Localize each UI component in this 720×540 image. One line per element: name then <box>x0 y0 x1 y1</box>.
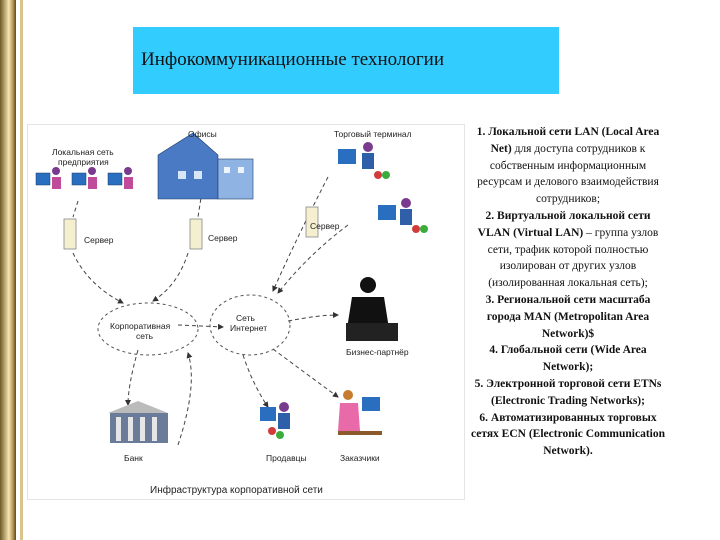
link-internet-customers <box>272 348 339 398</box>
server-left-tower <box>63 218 77 250</box>
list-item-lan: 1. Локальной сети LAN (Local Area Net) д… <box>476 126 660 206</box>
decorative-left-bar <box>0 0 16 540</box>
label-server-middle: Сервер <box>208 233 238 243</box>
office-buildings <box>157 132 254 200</box>
label-offices: Офисы <box>188 129 217 139</box>
link-internet-partner <box>287 312 339 322</box>
bank-building <box>108 401 168 443</box>
label-corporate-line1: Корпоративная <box>110 321 171 331</box>
label-business-partner: Бизнес-партнёр <box>346 347 409 357</box>
server-right-tower <box>305 206 319 238</box>
label-corporate-line2: сеть <box>136 331 154 341</box>
network-types-list: 1. Локальной сети LAN (Local Area Net) д… <box>468 124 668 460</box>
label-internet-line2: Интернет <box>230 323 268 333</box>
link-lan-server <box>72 200 79 218</box>
link-corporate-bank <box>125 349 139 406</box>
label-lan-line1: Локальная сеть <box>52 147 114 157</box>
list-item-ecn: 6. Автоматизированных торговых сетях ECN… <box>470 411 666 458</box>
diagram-connections <box>35 132 428 446</box>
link-bank-corporate <box>177 352 193 446</box>
slide-title: Инфокоммуникационные технологии <box>141 49 444 70</box>
network-diagram: Офисы Торговый терминал Локальная сеть п… <box>27 124 465 500</box>
customer-workstation <box>338 390 382 435</box>
link-right-server-internet <box>277 224 349 294</box>
internet-cloud <box>209 294 291 356</box>
business-partner-figure <box>346 277 398 341</box>
link-internet-sales <box>242 354 269 408</box>
title-banner <box>133 27 559 94</box>
label-sales: Продавцы <box>266 453 307 463</box>
decorative-stripe <box>20 0 23 540</box>
list-item-vlan: 2. Виртуальной локальной сети VLAN (Virt… <box>477 209 659 290</box>
trade-terminal-workstations <box>338 142 428 233</box>
link-offices-server <box>197 184 204 218</box>
link-trade-internet <box>272 176 329 292</box>
list-item-man: 3. Региональной сети масштаба города MAN… <box>485 293 651 340</box>
server-middle-tower <box>189 218 203 250</box>
corporate-network-cloud <box>97 302 199 356</box>
label-server-left: Сервер <box>84 235 114 245</box>
link-corporate-internet <box>177 323 224 330</box>
sales-workstation <box>260 402 290 439</box>
diagram-caption: Инфраструктура корпоративной сети <box>150 485 323 496</box>
list-item-wan: 4. Глобальной сети (Wide Area Network); <box>489 344 647 374</box>
label-customers: Заказчики <box>340 453 380 463</box>
link-middle-server-corporate <box>152 252 189 302</box>
label-server-right: Сервер <box>310 221 340 231</box>
label-trade-terminal: Торговый терминал <box>334 129 412 139</box>
label-bank: Банк <box>124 453 143 463</box>
label-lan-line2: предприятия <box>58 157 109 167</box>
lan-computers <box>35 172 123 186</box>
list-item-etn: 5. Электронной торговой сети ETNs (Elect… <box>474 377 662 407</box>
link-server-corporate <box>72 252 124 304</box>
label-internet-line1: Сеть <box>236 313 255 323</box>
